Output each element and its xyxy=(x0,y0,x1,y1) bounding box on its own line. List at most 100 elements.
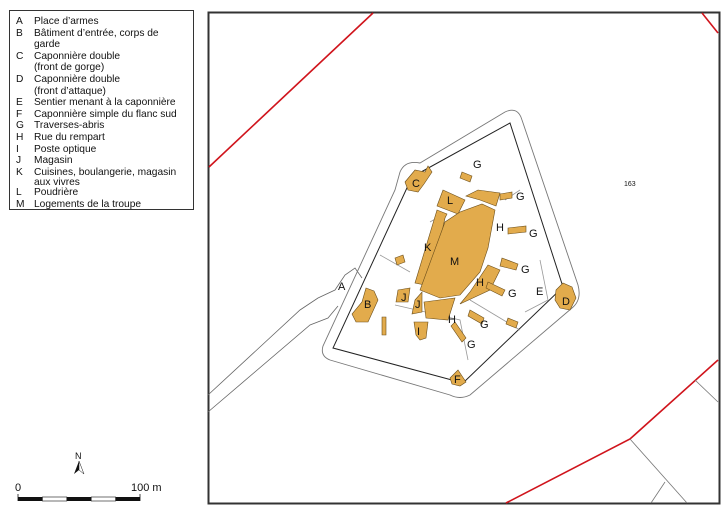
building-M-north xyxy=(465,189,501,207)
legend-text: Caponnière simple du flanc sud xyxy=(34,108,177,120)
building-C xyxy=(404,165,433,193)
traverse-G6 xyxy=(467,309,485,325)
label-G: G xyxy=(480,319,489,331)
traverse-G5 xyxy=(485,281,506,297)
building-J2 xyxy=(411,291,423,315)
label-D: D xyxy=(562,296,570,308)
building-small2 xyxy=(394,254,406,266)
building-J1 xyxy=(395,287,411,303)
building-small xyxy=(381,316,387,336)
label-K: K xyxy=(424,242,432,254)
legend-item: F Caponnière simple du flanc sud xyxy=(16,109,187,121)
label-L: L xyxy=(447,195,453,207)
legend-text: Sentier menant à la caponnière xyxy=(34,97,176,109)
label-B: B xyxy=(364,299,371,311)
label-M: M xyxy=(450,256,459,268)
parcel-line xyxy=(629,438,688,504)
legend-item: L Poudrière xyxy=(16,187,187,199)
legend-key: H xyxy=(16,131,24,143)
legend-key: I xyxy=(16,143,19,155)
label-G: G xyxy=(516,191,525,203)
rampart-outline xyxy=(332,122,564,384)
north-arrow-icon: N xyxy=(74,451,85,475)
legend-item: D Caponnière double(front d’attaque) xyxy=(16,74,187,97)
label-A: A xyxy=(338,281,346,293)
legend-key: M xyxy=(16,198,25,210)
traverse-G1 xyxy=(459,171,473,183)
label-H: H xyxy=(448,314,456,326)
buildings xyxy=(351,165,577,387)
label-G: G xyxy=(521,264,530,276)
legend-key: C xyxy=(16,50,24,62)
map-frame xyxy=(207,11,721,505)
legend-text: Rue du rempart xyxy=(34,131,105,143)
building-I xyxy=(413,321,429,341)
legend-key: D xyxy=(16,73,24,85)
legend-text: Bâtiment d’entrée, corps de garde xyxy=(34,27,159,51)
label-H: H xyxy=(476,277,484,289)
legend-subtext: (front d’attaque) xyxy=(34,85,106,97)
map-labels: C L G G H G K M G H G E D J J B A H G I … xyxy=(338,159,636,386)
inner-paths xyxy=(379,189,549,361)
building-F xyxy=(449,369,467,387)
traverse-G2 xyxy=(499,191,513,201)
legend-item: A Place d’armes xyxy=(16,16,187,28)
legend-key: F xyxy=(16,108,23,120)
legend-text: Caponnière double xyxy=(34,50,121,62)
building-B xyxy=(351,287,379,323)
traverse-G7 xyxy=(450,321,467,343)
legend-item: M Logements de la troupe xyxy=(16,199,187,211)
label-G: G xyxy=(529,228,538,240)
legend-text: Place d’armes xyxy=(34,16,99,27)
parcel-line xyxy=(694,379,719,403)
label-G: G xyxy=(508,288,517,300)
label-H: H xyxy=(496,222,504,234)
legend-key: J xyxy=(16,155,22,167)
legend-text: Cuisines, boulangerie, magasin xyxy=(34,166,177,178)
label-I: I xyxy=(417,326,420,338)
legend-key: B xyxy=(16,27,23,39)
glacis-outline xyxy=(321,109,580,398)
scale-start-label: 0 xyxy=(15,482,21,494)
traverse-G3 xyxy=(507,225,527,235)
north-label: N xyxy=(75,451,82,461)
building-D xyxy=(554,282,577,311)
legend-key: G xyxy=(16,120,24,132)
legend-text: Magasin xyxy=(34,155,73,167)
parcel-line xyxy=(650,481,666,504)
boundary-line xyxy=(701,12,719,34)
legend-text: Poste optique xyxy=(34,143,97,155)
label-G: G xyxy=(473,159,482,171)
legend-item: B Bâtiment d’entrée, corps de garde xyxy=(16,28,187,51)
building-M-sw xyxy=(423,297,456,321)
legend-text: Logements de la troupe xyxy=(34,198,142,210)
building-M xyxy=(419,203,496,299)
legend-item: I Poste optique xyxy=(16,144,187,156)
legend-key: K xyxy=(16,166,23,178)
legend-item: C Caponnière double(front de gorge) xyxy=(16,51,187,74)
legend-subtext: (front de gorge) xyxy=(34,62,105,74)
label-J: J xyxy=(415,299,421,311)
scale-bar: 0 100 m xyxy=(15,482,162,502)
legend-key: L xyxy=(16,187,22,199)
legend-subtext: aux vivres xyxy=(34,177,80,189)
legend-item: E Sentier menant à la caponnière xyxy=(16,97,187,109)
label-J: J xyxy=(401,292,407,304)
building-M-south xyxy=(459,264,501,305)
parcel-number: 163 xyxy=(624,181,636,188)
legend-text: Caponnière double xyxy=(34,73,121,85)
legend-item: J Magasin xyxy=(16,155,187,167)
label-C: C xyxy=(412,178,420,190)
traverse-G4 xyxy=(499,257,519,271)
access-road xyxy=(207,267,363,413)
legend-item: H Rue du rempart xyxy=(16,132,187,144)
legend-key: A xyxy=(16,16,23,27)
label-E: E xyxy=(536,286,543,298)
scale-end-label: 100 m xyxy=(131,482,162,494)
label-F: F xyxy=(454,374,461,386)
legend-key: E xyxy=(16,97,23,109)
legend-text: Poudrière xyxy=(34,187,79,199)
